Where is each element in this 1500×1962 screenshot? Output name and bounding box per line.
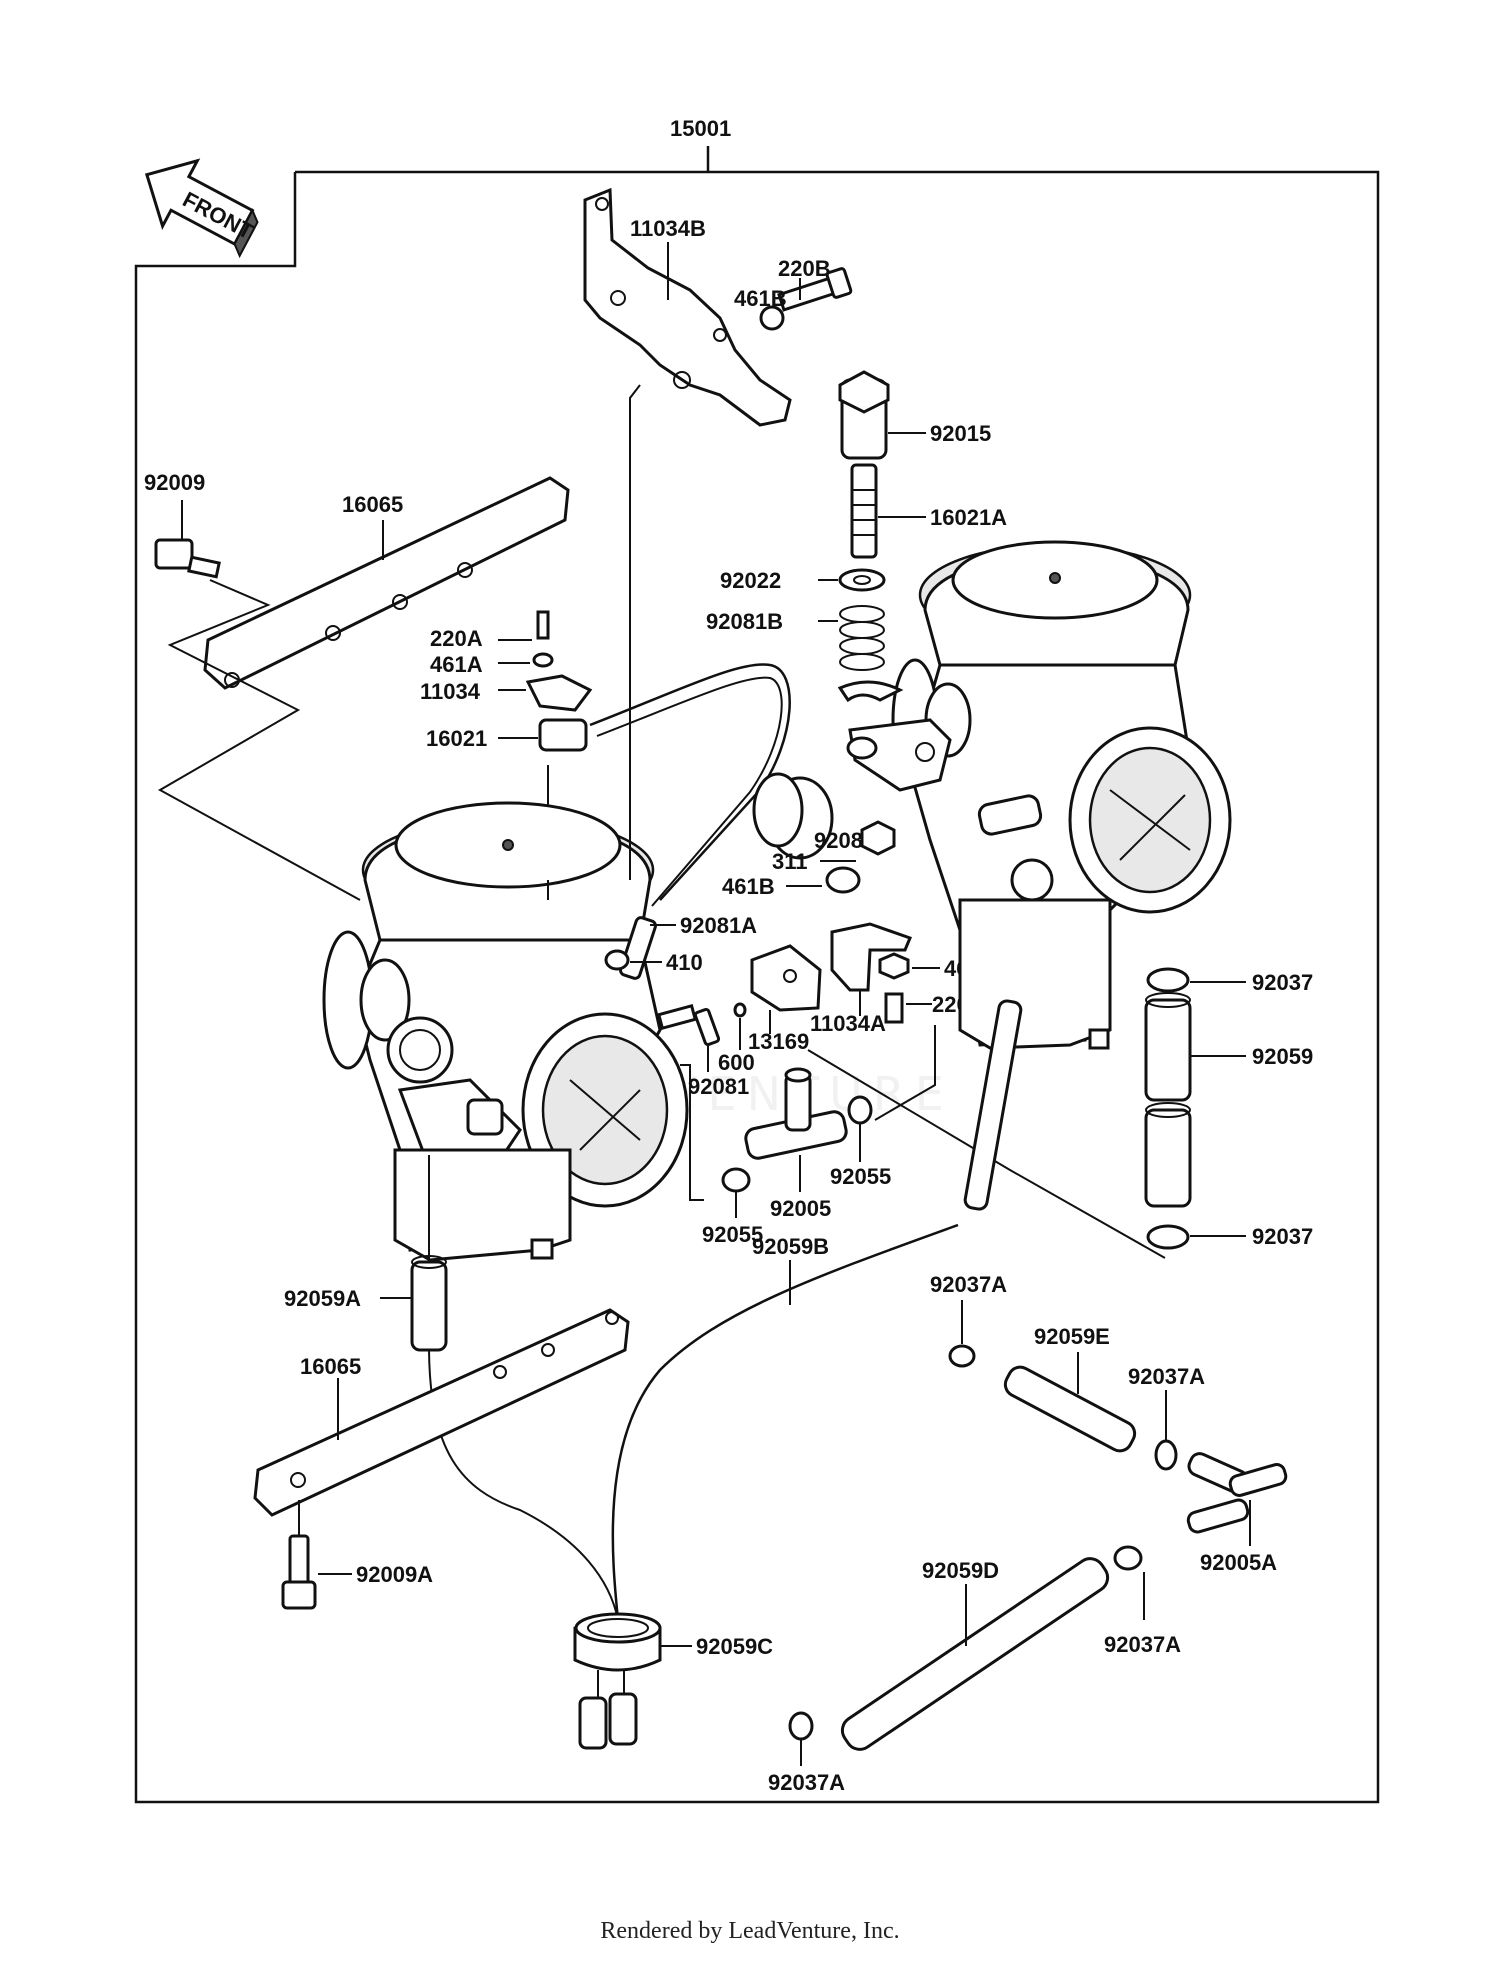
label-16065-bottom: 16065 <box>300 1354 361 1379</box>
label-92059B: 92059B <box>752 1234 829 1259</box>
label-16065-top: 16065 <box>342 492 403 517</box>
front-arrow-icon: FRONT <box>144 158 259 259</box>
spring-92081B <box>839 605 885 671</box>
mounting-plate-16065-bottom <box>253 1308 630 1517</box>
o-ring-92055-right <box>847 1095 873 1125</box>
label-461A: 461A <box>430 652 483 677</box>
nut-311 <box>860 820 896 856</box>
spring-92081A <box>619 916 657 980</box>
washer-461B-mid <box>825 866 861 894</box>
nut-461 <box>878 952 910 980</box>
label-311: 311 <box>772 849 808 874</box>
label-92055-left: 92055 <box>702 1222 763 1247</box>
label-92005A: 92005A <box>1200 1550 1277 1575</box>
label-92037-top: 92037 <box>1252 970 1313 995</box>
adjuster-16021 <box>538 718 588 752</box>
bolt-220B <box>777 267 853 312</box>
bolt-92009A <box>281 1534 317 1610</box>
t-fitting-92005 <box>744 1067 848 1160</box>
throttle-bracket-11034B <box>583 187 792 427</box>
clamp-92037-mid <box>1146 1224 1190 1250</box>
screw-220A <box>536 610 550 640</box>
hose-ends-pair <box>578 1670 638 1750</box>
hose-92059D <box>840 1557 1110 1751</box>
label-92037-mid: 92037 <box>1252 1224 1313 1249</box>
collar-92059C <box>573 1612 662 1672</box>
fuel-hose-92059B <box>611 1223 959 1621</box>
label-92081A: 92081A <box>680 913 757 938</box>
label-13169: 13169 <box>748 1029 809 1054</box>
washer-410 <box>604 949 630 971</box>
label-220A: 220A <box>430 626 483 651</box>
label-92055-right: 92055 <box>830 1164 891 1189</box>
label-410: 410 <box>666 950 703 975</box>
label-92037A-mid: 92037A <box>1128 1364 1205 1389</box>
clamp-92037A-right <box>1113 1545 1143 1571</box>
label-92037A-bottom: 92037A <box>768 1770 845 1795</box>
screw-220 <box>884 992 904 1024</box>
bracket-plate-upper <box>837 680 952 792</box>
label-16021: 16021 <box>426 726 487 751</box>
label-92005: 92005 <box>770 1196 831 1221</box>
clamp-92037-top <box>1146 967 1190 993</box>
label-11034B: 11034B <box>630 216 706 241</box>
label-11034A: 11034A <box>810 1011 886 1036</box>
hose-92059E <box>1003 1365 1137 1453</box>
label-600: 600 <box>718 1050 755 1075</box>
label-92059E: 92059E <box>1034 1324 1110 1349</box>
bracket-11034A <box>830 922 912 992</box>
clamp-92037A-bottom <box>788 1711 814 1741</box>
plate-13169 <box>750 944 822 1012</box>
footer-credit: Rendered by LeadVenture, Inc. <box>600 1918 900 1944</box>
label-92037A-right: 92037A <box>1104 1632 1181 1657</box>
assembly-number-label: 15001 <box>670 116 731 141</box>
fuel-hose-92059B-upper <box>963 999 1023 1211</box>
mounting-plate-16065-top <box>203 476 570 690</box>
bracket-11034 <box>525 674 593 712</box>
label-92037A-top: 92037A <box>930 1272 1007 1297</box>
bolt-92009 <box>154 538 221 579</box>
o-ring-600 <box>733 1002 747 1018</box>
label-92015: 92015 <box>930 421 991 446</box>
label-92059C: 92059C <box>696 1634 773 1659</box>
adjuster-16021A <box>850 463 878 559</box>
label-92059: 92059 <box>1252 1044 1313 1069</box>
clamp-92037A-top <box>948 1344 976 1368</box>
label-92059A: 92059A <box>284 1286 361 1311</box>
label-92009: 92009 <box>144 470 205 495</box>
label-461B-mid: 461B <box>722 874 775 899</box>
label-92022: 92022 <box>720 568 781 593</box>
washer-92022 <box>838 568 886 592</box>
label-92009A: 92009A <box>356 1562 433 1587</box>
t-fitting-92005A <box>1186 1452 1288 1534</box>
label-92081B: 92081B <box>706 609 783 634</box>
label-11034: 11034 <box>420 679 481 704</box>
label-92081: 92081 <box>688 1074 749 1099</box>
cap-92015 <box>838 370 890 460</box>
label-16021A: 16021A <box>930 505 1007 530</box>
washer-461A <box>532 652 554 668</box>
o-ring-92055-left <box>721 1167 751 1193</box>
assembly-boundary <box>134 146 1380 1804</box>
clamp-92037A-mid <box>1154 1439 1178 1471</box>
throttle-cable <box>589 663 791 901</box>
boot-92081C <box>752 772 834 860</box>
left-carburetor-body <box>322 801 698 1262</box>
label-461B-top: 461B <box>734 286 787 311</box>
hose-92059A <box>410 1260 448 1352</box>
washer-461B-top <box>759 305 785 331</box>
spring-92081 <box>693 1007 721 1047</box>
label-220B: 220B <box>778 256 831 281</box>
hose-92059 <box>1144 992 1192 1208</box>
label-92059D: 92059D <box>922 1558 999 1583</box>
